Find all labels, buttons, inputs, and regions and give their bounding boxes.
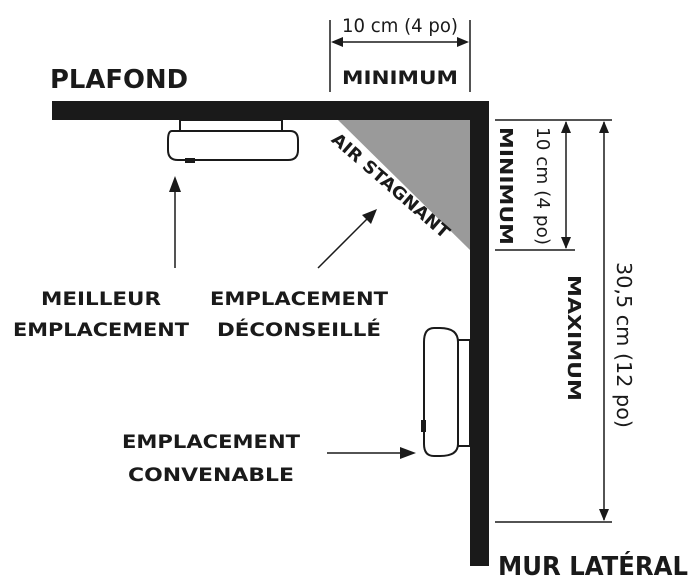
side-minimum-label: MINIMUM <box>495 127 516 245</box>
best-location-arrow <box>169 176 181 268</box>
side-wall <box>470 101 489 566</box>
ceiling-label: PLAFOND <box>50 65 188 95</box>
dead-air-zone <box>338 120 470 250</box>
side-maximum-label: MAXIMUM <box>563 275 584 401</box>
best-location-line-2: EMPLACEMENT <box>13 319 189 341</box>
top-minimum-dimension: 10 cm (4 po) MINIMUM <box>329 15 471 92</box>
acceptable-arrow <box>327 447 416 459</box>
wall-smoke-detector <box>421 327 471 457</box>
side-max-distance-label: 30,5 cm (12 po) <box>612 262 636 428</box>
side-maximum-dimension: MAXIMUM 30,5 cm (12 po) <box>495 121 636 523</box>
best-location-line-1: MEILLEUR <box>41 288 161 310</box>
best-location-label: MEILLEUR EMPLACEMENT <box>13 288 189 341</box>
acceptable-label: EMPLACEMENT CONVENABLE <box>122 431 300 486</box>
acceptable-line-2: CONVENABLE <box>128 464 294 486</box>
not-recommended-line-1: EMPLACEMENT <box>210 288 388 310</box>
side-wall-label: MUR LATÉRAL <box>498 550 688 579</box>
not-recommended-label: EMPLACEMENT DÉCONSEILLÉ <box>210 288 388 341</box>
not-recommended-line-2: DÉCONSEILLÉ <box>217 318 381 341</box>
side-minimum-dimension: MINIMUM 10 cm (4 po) <box>495 119 612 251</box>
ceiling-smoke-detector <box>167 119 299 163</box>
not-recommended-arrow <box>317 209 377 269</box>
ceiling-wall <box>52 101 489 120</box>
side-min-distance-label: 10 cm (4 po) <box>532 127 553 245</box>
acceptable-line-1: EMPLACEMENT <box>122 431 300 453</box>
top-distance-label: 10 cm (4 po) <box>342 15 458 37</box>
top-minimum-label: MINIMUM <box>342 67 458 89</box>
